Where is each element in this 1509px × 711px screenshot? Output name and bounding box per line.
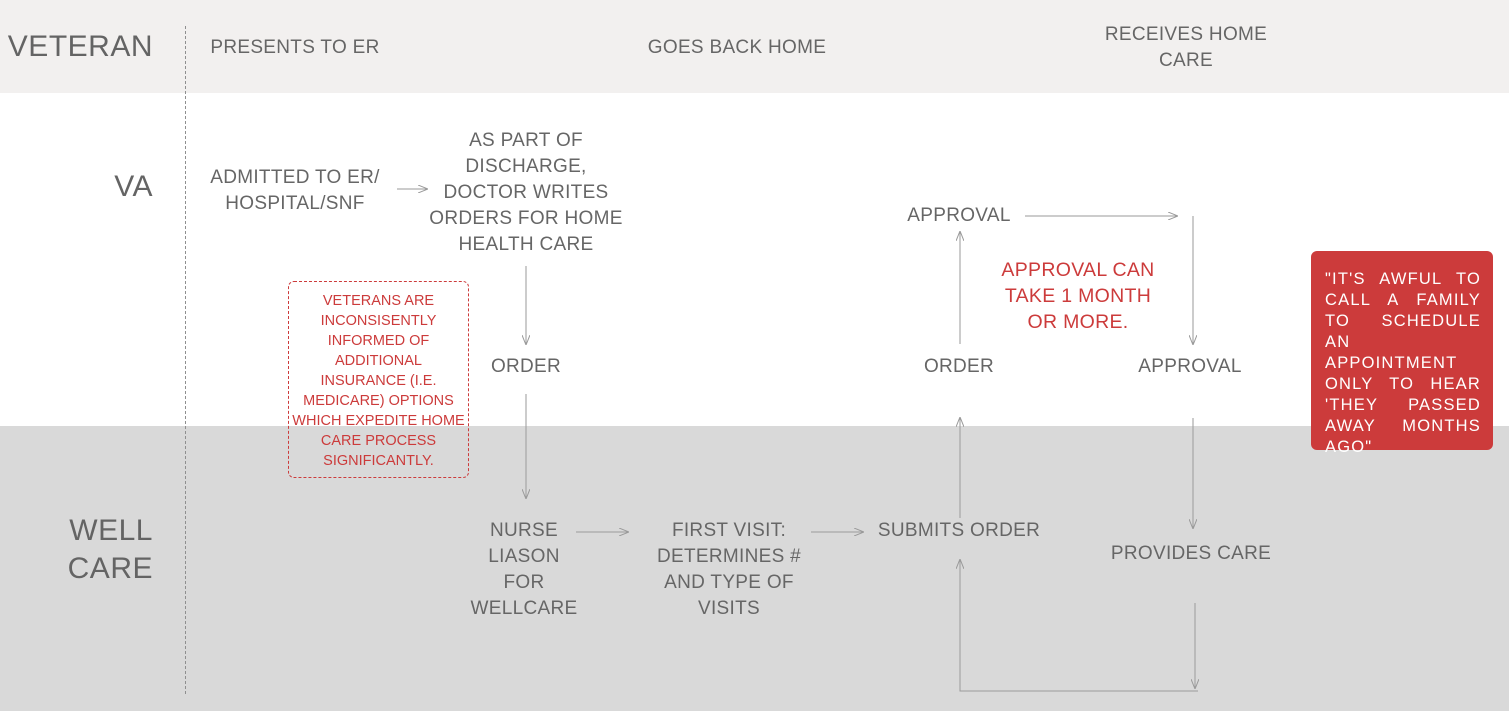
note-line: MEDICARE) OPTIONS bbox=[303, 393, 454, 409]
node-line: WELLCARE bbox=[470, 598, 578, 619]
lane-divider bbox=[185, 26, 186, 694]
node-admitted-to-er: ADMITTED TO ER/ HOSPITAL/SNF bbox=[195, 165, 395, 217]
insurance-warning-note: VETERANS ARE INCONSISENTLY INFORMED OF A… bbox=[288, 281, 469, 478]
note-line: WHICH EXPEDITE HOME bbox=[292, 413, 465, 429]
node-line: AS PART OF bbox=[469, 130, 583, 151]
step-presents-to-er: PRESENTS TO ER bbox=[210, 37, 380, 58]
node-first-visit: FIRST VISIT: DETERMINES # AND TYPE OF VI… bbox=[644, 518, 814, 622]
quote-text: "IT'S AWFUL TO CALL A FAMILY TO SCHEDULE… bbox=[1325, 270, 1481, 456]
node-order-2: ORDER bbox=[923, 356, 995, 377]
node-line: ORDERS FOR HOME bbox=[429, 208, 623, 229]
va-lane-band bbox=[0, 93, 1509, 426]
node-line: NURSE bbox=[489, 520, 558, 541]
note-line: APPROVAL CAN bbox=[1001, 259, 1155, 281]
note-line: VETERANS ARE bbox=[322, 293, 435, 309]
step-receives-home-care: RECEIVES HOME CARE bbox=[1086, 22, 1286, 74]
veteran-lane-band bbox=[0, 0, 1509, 93]
node-line: ADMITTED TO ER/ bbox=[210, 167, 380, 188]
approval-delay-note: APPROVAL CAN TAKE 1 MONTH OR MORE. bbox=[995, 257, 1161, 335]
node-line: DOCTOR WRITES bbox=[443, 182, 609, 203]
note-line: TAKE 1 MONTH bbox=[1004, 285, 1152, 307]
step-line: RECEIVES HOME bbox=[1104, 24, 1268, 45]
node-line: FOR bbox=[503, 572, 545, 593]
node-line: HEALTH CARE bbox=[458, 234, 594, 255]
note-line: INCONSISENTLY bbox=[320, 313, 437, 329]
note-line: OR MORE. bbox=[1027, 311, 1129, 333]
step-line: CARE bbox=[1159, 50, 1213, 71]
node-order-1: ORDER bbox=[490, 356, 562, 377]
note-line: ADDITIONAL bbox=[334, 353, 422, 369]
arrow-loop-back-to-submits bbox=[960, 560, 1198, 692]
node-approval-top: APPROVAL bbox=[907, 205, 1011, 226]
node-line: FIRST VISIT: bbox=[671, 520, 787, 541]
node-line: DISCHARGE, bbox=[465, 156, 587, 177]
lane-label-wellcare: WELL CARE bbox=[0, 512, 153, 588]
node-line: HOSPITAL/SNF bbox=[225, 193, 365, 214]
node-line: LIASON bbox=[488, 546, 560, 567]
note-line: INFORMED OF bbox=[327, 333, 430, 349]
node-approval-right: APPROVAL bbox=[1138, 356, 1242, 377]
quote-callout: "IT'S AWFUL TO CALL A FAMILY TO SCHEDULE… bbox=[1311, 251, 1493, 456]
lane-label-wellcare-line: CARE bbox=[67, 552, 153, 585]
node-provides-care: PROVIDES CARE bbox=[1110, 543, 1272, 564]
step-goes-back-home: GOES BACK HOME bbox=[647, 37, 827, 58]
node-discharge-orders: AS PART OF DISCHARGE, DOCTOR WRITES ORDE… bbox=[420, 128, 632, 258]
lane-label-veteran: VETERAN bbox=[7, 30, 153, 63]
node-line: DETERMINES # bbox=[656, 546, 801, 567]
note-line: INSURANCE (I.E. bbox=[320, 373, 437, 389]
node-line: AND TYPE OF bbox=[664, 572, 794, 593]
lane-label-wellcare-line: WELL bbox=[69, 514, 153, 547]
note-line: CARE PROCESS bbox=[320, 433, 437, 449]
wellcare-lane-band bbox=[0, 426, 1509, 711]
node-submits-order: SUBMITS ORDER bbox=[877, 520, 1041, 541]
node-nurse-liason: NURSE LIASON FOR WELLCARE bbox=[464, 518, 584, 622]
lane-label-va: VA bbox=[114, 170, 153, 203]
node-line: VISITS bbox=[698, 598, 760, 619]
note-line: SIGNIFICANTLY. bbox=[323, 453, 434, 469]
